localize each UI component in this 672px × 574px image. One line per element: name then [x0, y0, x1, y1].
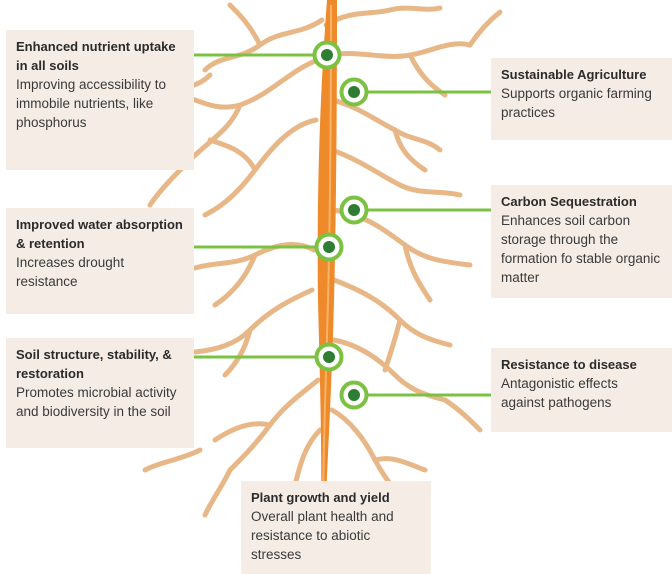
node-2: [339, 77, 369, 107]
benefit-title: Plant growth and yield: [251, 490, 390, 505]
benefit-plant-growth: Plant growth and yield Overall plant hea…: [241, 481, 431, 574]
benefit-title: Resistance to disease: [501, 357, 637, 372]
connectors: [194, 53, 491, 397]
nodes: [312, 40, 369, 410]
benefit-description: Enhances soil carbon storage through the…: [501, 213, 661, 285]
benefit-description: Supports organic farming practices: [501, 86, 652, 120]
benefit-soil-structure: Soil structure, stability, & restoration…: [6, 338, 194, 448]
node-1: [312, 40, 342, 70]
benefit-description: Promotes microbial activity and biodiver…: [16, 385, 177, 419]
node-5: [314, 342, 344, 372]
benefit-description: Antagonistic effects against pathogens: [501, 376, 618, 410]
benefit-description: Increases drought resistance: [16, 255, 125, 289]
benefit-title: Enhanced nutrient uptake in all soils: [16, 39, 176, 73]
node-4: [314, 232, 344, 262]
benefit-description: Improving accessibility to immobile nutr…: [16, 77, 167, 130]
benefit-title: Soil structure, stability, & restoration: [16, 347, 172, 381]
benefit-carbon-sequestration: Carbon Sequestration Enhances soil carbo…: [491, 185, 672, 298]
benefit-disease-resistance: Resistance to disease Antagonistic effec…: [491, 348, 672, 432]
taproot-highlight: [322, 4, 332, 516]
node-3: [339, 195, 369, 225]
benefit-nutrient-uptake: Enhanced nutrient uptake in all soils Im…: [6, 30, 194, 170]
node-6: [339, 380, 369, 410]
benefit-sustainable-agriculture: Sustainable Agriculture Supports organic…: [491, 58, 672, 140]
benefit-title: Carbon Sequestration: [501, 194, 637, 209]
benefit-water-absorption: Improved water absorption & retention In…: [6, 208, 194, 314]
benefit-title: Sustainable Agriculture: [501, 67, 647, 82]
benefit-title: Improved water absorption & retention: [16, 217, 183, 251]
benefit-description: Overall plant health and resistance to a…: [251, 509, 394, 562]
